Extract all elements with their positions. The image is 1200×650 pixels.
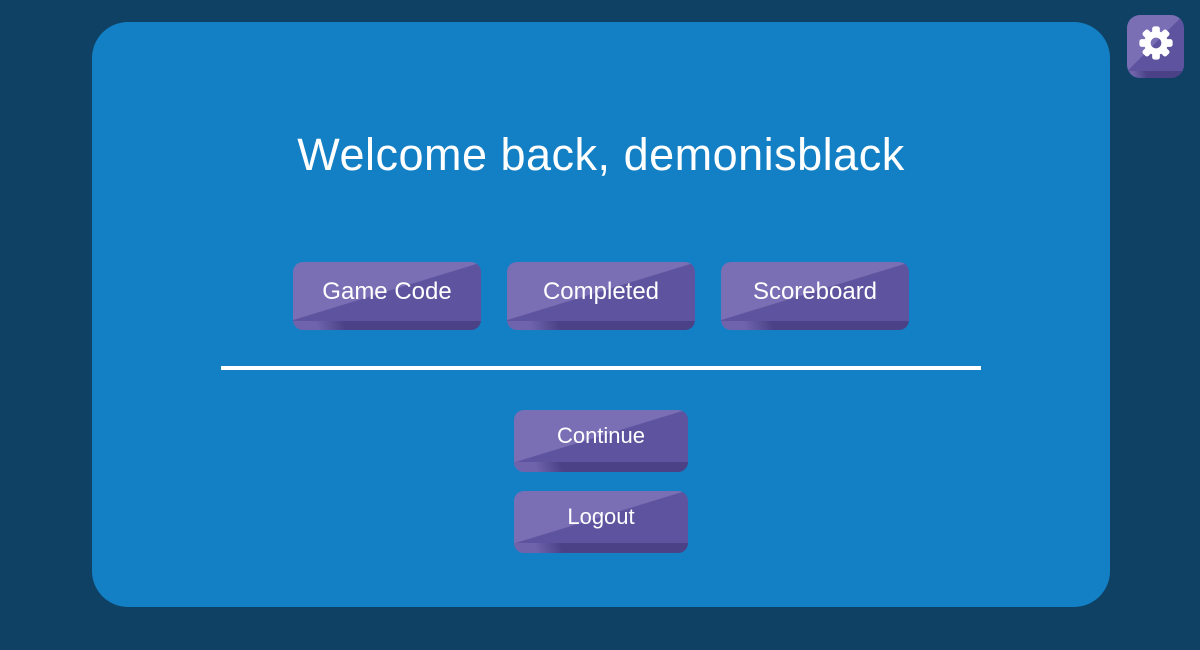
scoreboard-button[interactable]: Scoreboard bbox=[721, 262, 909, 330]
game-code-button-label: Game Code bbox=[322, 277, 452, 305]
bottom-button-column: Continue Logout bbox=[92, 410, 1110, 553]
welcome-title: Welcome back, demonisblack bbox=[297, 129, 905, 180]
button-edge bbox=[293, 321, 481, 330]
top-button-row: Game Code Completed Scoreboard bbox=[92, 262, 1110, 330]
button-edge bbox=[514, 543, 688, 553]
gear-icon bbox=[1138, 26, 1173, 60]
button-edge bbox=[514, 462, 688, 472]
settings-button[interactable] bbox=[1127, 15, 1184, 78]
continue-button[interactable]: Continue bbox=[514, 410, 688, 472]
scoreboard-button-label: Scoreboard bbox=[752, 277, 878, 305]
button-edge bbox=[1127, 71, 1184, 78]
completed-button[interactable]: Completed bbox=[507, 262, 695, 330]
continue-button-label: Continue bbox=[556, 423, 646, 448]
main-panel: Welcome back, demonisblack Game Code Com… bbox=[92, 22, 1110, 607]
logout-button-label: Logout bbox=[567, 504, 635, 529]
completed-button-label: Completed bbox=[542, 277, 660, 305]
button-edge bbox=[507, 321, 695, 330]
separator-line bbox=[221, 366, 981, 370]
logout-button[interactable]: Logout bbox=[514, 491, 688, 553]
button-edge bbox=[721, 321, 909, 330]
game-code-button[interactable]: Game Code bbox=[293, 262, 481, 330]
